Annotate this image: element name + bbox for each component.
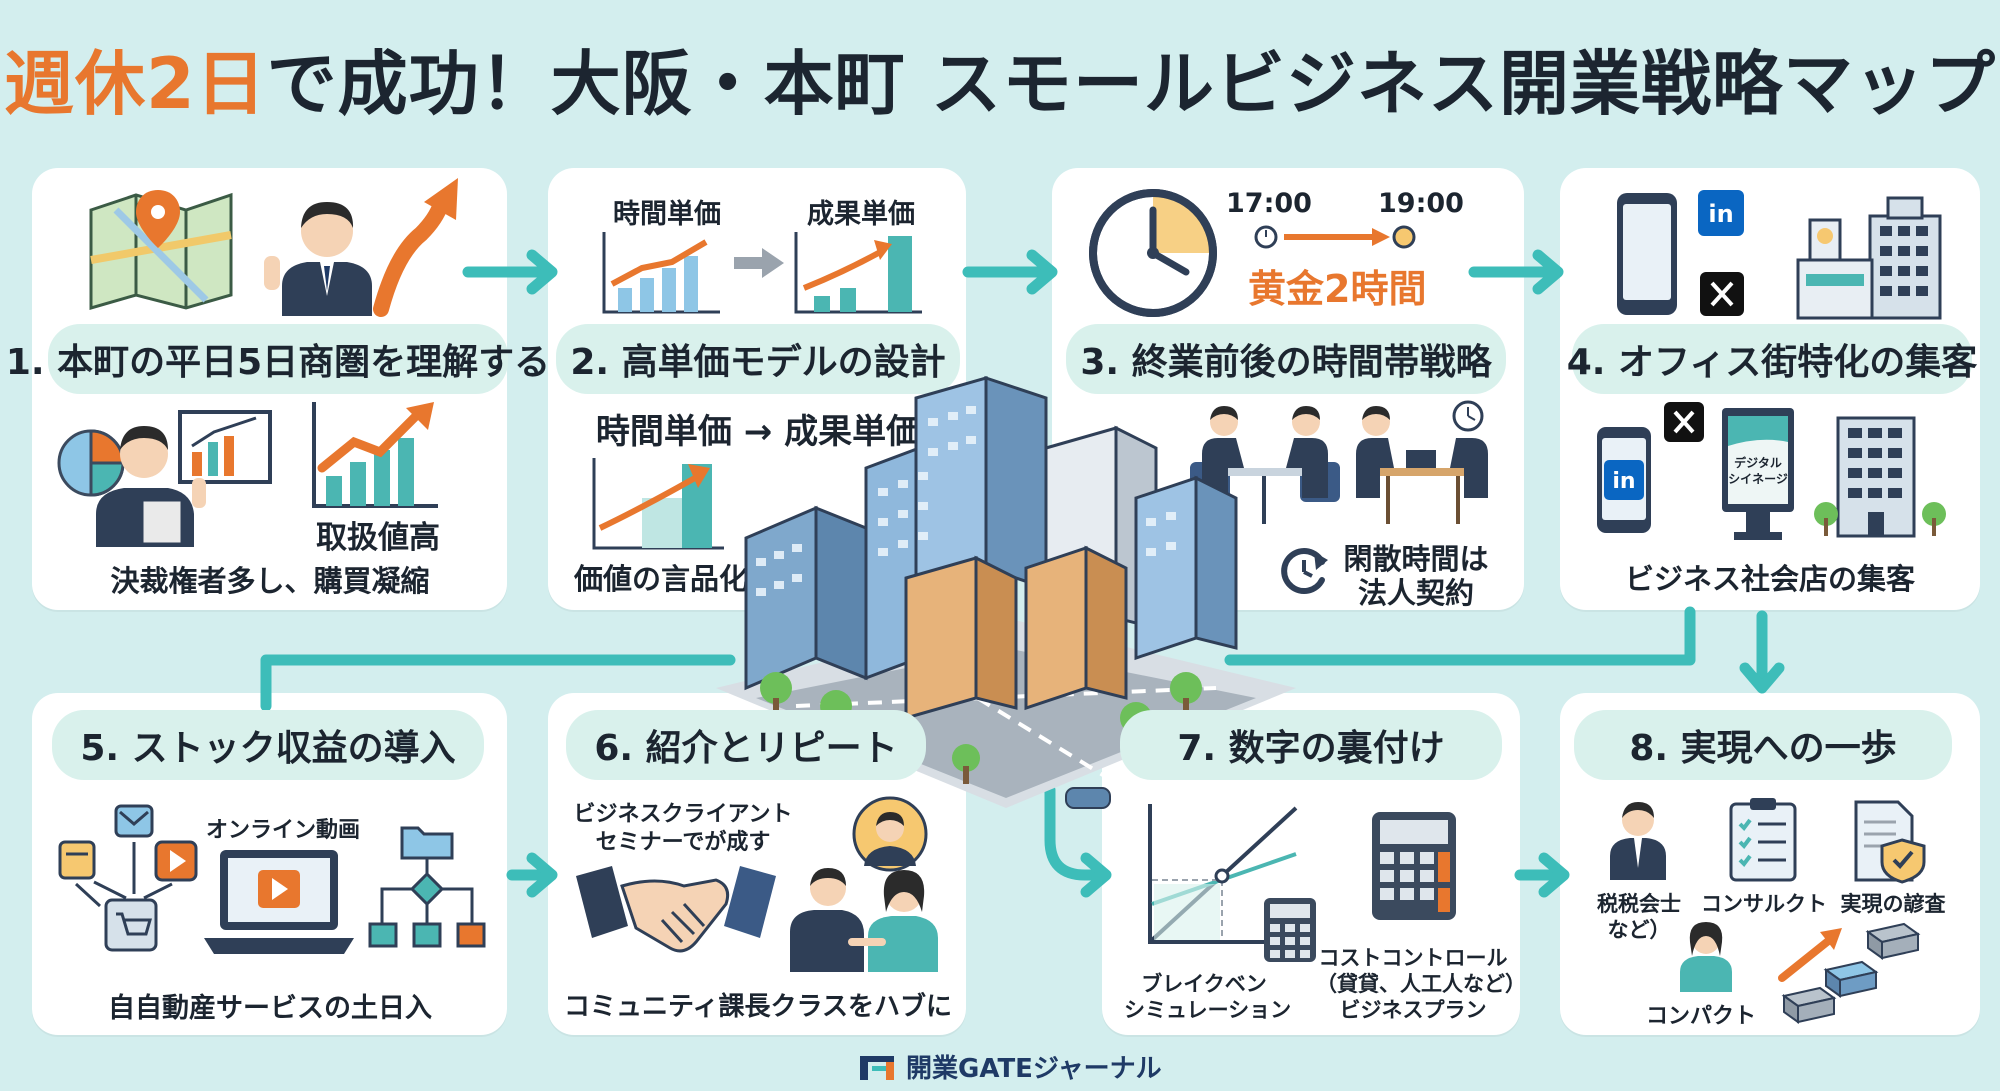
shield-document-icon [1854, 800, 1926, 884]
growth-arrow-icon [373, 178, 458, 317]
map-icon [89, 190, 233, 310]
bar-chart-icon [312, 402, 438, 508]
step-4-note: ビジネス社会店の集客 [1624, 562, 1915, 596]
step-3-time-start: 17:00 [1226, 188, 1312, 219]
flowchart-icon [368, 826, 486, 948]
small-calculator-icon [1264, 898, 1316, 962]
x-icon [1700, 272, 1744, 316]
svg-text:in: in [1612, 469, 1635, 494]
referral-people-icon [790, 868, 938, 972]
gray-arrow-icon [734, 248, 784, 278]
linkedin-icon: in [1698, 190, 1744, 236]
woman-avatar-icon [1680, 922, 1732, 992]
step-7-cost-1: コストコントロール [1318, 946, 1508, 970]
step-3-label: 3. 終業前後の時間帯戦略 [1066, 324, 1506, 394]
digital-signage-icon [1722, 408, 1794, 540]
client-avatar-icon [852, 796, 928, 872]
step-1-note-buyers: 決裁権者多し、購買凝縮 [110, 564, 430, 598]
step-7-cost-2: （貸貸、人工人など） [1316, 972, 1526, 996]
step-2-value-verbalize: 価値の言品化 [574, 562, 749, 596]
value-chart-icon [592, 458, 724, 550]
title-accent: 週休2日 [3, 43, 267, 125]
step-blocks-icon [1778, 922, 1921, 1024]
step-2-time-price-label: 時間単価 [613, 199, 721, 230]
step-3-time-end: 19:00 [1378, 188, 1464, 219]
step-3-corporate-contract: 法人契約 [1357, 576, 1474, 610]
city-illustration [716, 375, 1296, 809]
step-6-note: コミュニティ課長クラスをハブに [564, 992, 952, 1022]
stock-flow-icon [58, 804, 198, 952]
step-7-label: 7. 数字の裏付け [1120, 710, 1502, 780]
laptop-video-icon [204, 850, 354, 954]
step-1-note-value: 取扱値高 [316, 520, 440, 556]
step-2-label: 2. 高単価モデルの設計 [556, 324, 960, 394]
step-7-cost-3: ビジネスプラン [1339, 998, 1487, 1022]
step-5-label: 5. ストック収益の導入 [52, 710, 484, 780]
step-7-breakeven-1: ブレイクベン [1141, 972, 1267, 996]
step-3-off-peak: 閑散時間は [1343, 542, 1489, 576]
step-2-result-price-label: 成果単価 [807, 199, 915, 230]
businessman-icon [264, 202, 372, 316]
office-tower-icon [1814, 416, 1946, 538]
clock-icon [1089, 189, 1217, 317]
step-6-client-label-2: セミナーでが成す [595, 830, 771, 855]
breakeven-chart-icon [1148, 804, 1304, 944]
step-6-client-label-1: ビジネスクライアント [573, 802, 793, 827]
step-8-consult: コンサルクト [1701, 892, 1827, 916]
tax-accountant-icon [1610, 802, 1666, 880]
step-5-note: 自自動産サービスの土日入 [108, 993, 432, 1024]
phone-linkedin-icon: in [1597, 427, 1651, 533]
x-small-icon [1664, 402, 1704, 442]
time-price-chart-icon [602, 232, 720, 314]
page-title: 週休2日で成功！大阪・本町 スモールビジネス開業戦略マップ [0, 28, 2000, 129]
checklist-icon [1729, 798, 1797, 882]
step-8-label: 8. 実現への一歩 [1574, 710, 1952, 780]
brand-logo-icon [860, 1055, 894, 1080]
handshake-icon [576, 866, 776, 953]
office-building-icon [1796, 196, 1942, 320]
cycle-icon [1281, 548, 1328, 594]
result-price-chart-icon [794, 232, 922, 314]
step-1-label: 1. 本町の平日5日商圏を理解する [6, 324, 550, 394]
signage-text-2: シイネージ [1728, 472, 1788, 486]
step-8-review: 実現の諺査 [1840, 892, 1946, 916]
presenter-icon [96, 410, 272, 547]
step-3-golden-hours: 黄金2時間 [1248, 267, 1427, 311]
signage-text-1: デジタル [1734, 456, 1782, 470]
title-rest: で成功！大阪・本町 スモールビジネス開業戦略マップ [266, 43, 1997, 125]
step-2-model-shift: 時間単価 → 成果単価 [595, 412, 921, 452]
step-5-online-video: オンライン動画 [206, 818, 361, 843]
footer-brand-text: 開業GATEジャーナル [906, 1054, 1162, 1084]
step-8-tax-accountant: 税税会士 [1597, 892, 1681, 916]
step-8-compact: コンパクト [1645, 1004, 1756, 1029]
footer-brand: 開業GATEジャーナル [860, 1048, 1162, 1085]
step-4-label: 4. オフィス街特化の集客 [1567, 324, 1977, 394]
calculator-icon [1372, 812, 1456, 920]
pie-chart-icon [57, 429, 125, 497]
svg-text:in: in [1708, 200, 1733, 228]
step-8-etc: など） [1607, 918, 1671, 942]
step-7-breakeven-2: シミュレーション [1124, 998, 1292, 1022]
smartphone-icon [1617, 193, 1677, 315]
time-range-arrow-icon [1254, 225, 1416, 249]
step-6-label: 6. 紹介とリピート [566, 710, 926, 780]
